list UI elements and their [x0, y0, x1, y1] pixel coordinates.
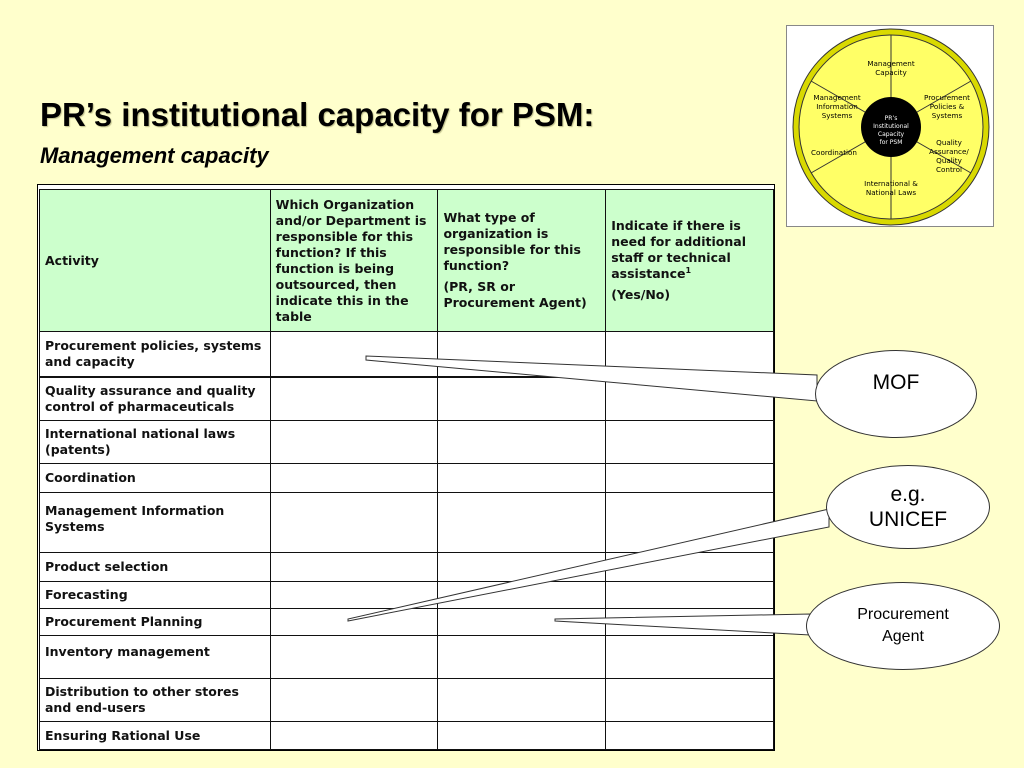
activity-cell: Ensuring Rational Use: [39, 721, 271, 750]
activity-cell: Product selection: [39, 552, 271, 582]
psm-capacity-diagram: Management Capacity Procurement Policies…: [786, 25, 994, 227]
need-cell[interactable]: [605, 552, 774, 582]
wheel-center: [861, 97, 921, 157]
organization-type-cell[interactable]: [437, 608, 607, 636]
organization-type-cell[interactable]: [437, 331, 607, 378]
table-row: Product selection: [39, 552, 774, 582]
header-organization: Which Organization and/or Department is …: [269, 189, 439, 332]
activity-cell: Management Information Systems: [39, 492, 271, 553]
capacity-table-frame: Activity Which Organization and/or Depar…: [37, 184, 775, 751]
header-activity: Activity: [39, 189, 271, 332]
segment-left-line-1: Coordination: [811, 148, 857, 157]
organization-cell[interactable]: [269, 552, 439, 582]
header-type-note: (PR, SR or Procurement Agent): [443, 279, 587, 310]
organization-cell[interactable]: [269, 492, 439, 553]
organization-cell[interactable]: [269, 376, 439, 421]
table-row: Ensuring Rational Use: [39, 721, 774, 750]
header-organization-type: What type of organization is responsible…: [437, 189, 607, 332]
capacity-table: Activity Which Organization and/or Depar…: [39, 189, 774, 750]
table-row: Management Information Systems: [39, 492, 774, 553]
header-need-note: (Yes/No): [611, 287, 671, 302]
organization-cell[interactable]: [269, 678, 439, 722]
callout-unicef: e.g. UNICEF: [826, 465, 990, 549]
activity-cell: Coordination: [39, 463, 271, 493]
need-cell[interactable]: [605, 492, 774, 553]
segment-top-right-line-3: Systems: [932, 111, 963, 120]
header-type-question: What type of organization is responsible…: [443, 210, 581, 273]
table-row: International national laws (patents): [39, 420, 774, 464]
organization-type-cell[interactable]: [437, 678, 607, 722]
segment-right-line-1: Quality: [936, 138, 962, 147]
slide-subtitle: Management capacity: [40, 143, 269, 168]
callout-unicef-line-1: e.g.: [890, 483, 926, 506]
segment-right-line-4: Control: [936, 165, 962, 174]
activity-cell: Procurement Planning: [39, 608, 271, 636]
organization-cell[interactable]: [269, 608, 439, 636]
activity-cell: Inventory management: [39, 635, 271, 679]
segment-top-line-1: Management: [867, 59, 915, 68]
callout-mof: MOF: [815, 350, 977, 438]
need-cell[interactable]: [605, 581, 774, 609]
need-cell[interactable]: [605, 721, 774, 750]
psm-wheel-svg: Management Capacity Procurement Policies…: [792, 28, 990, 226]
organization-cell[interactable]: [269, 463, 439, 493]
segment-bottom-line-2: National Laws: [866, 188, 917, 197]
table-row: Coordination: [39, 463, 774, 493]
segment-top-left-line-3: Systems: [822, 111, 853, 120]
center-line-1: PR’s: [885, 115, 898, 122]
callout-agent-line-1: Procurement: [857, 606, 949, 623]
center-line-3: Capacity: [878, 131, 905, 138]
need-cell[interactable]: [605, 420, 774, 464]
activity-cell: Quality assurance and quality control of…: [39, 376, 271, 421]
table-row: Procurement Planning: [39, 608, 774, 636]
organization-type-cell[interactable]: [437, 376, 607, 421]
activity-cell: International national laws (patents): [39, 420, 271, 464]
activity-cell: Forecasting: [39, 581, 271, 609]
segment-top-line-2: Capacity: [875, 68, 907, 77]
organization-type-cell[interactable]: [437, 721, 607, 750]
activity-cell: Procurement policies, systems and capaci…: [39, 331, 271, 378]
organization-cell[interactable]: [269, 581, 439, 609]
organization-type-cell[interactable]: [437, 635, 607, 679]
header-need-footnote: 1: [685, 265, 692, 275]
organization-type-cell[interactable]: [437, 463, 607, 493]
callout-procurement-agent: Procurement Agent: [806, 582, 1000, 670]
organization-type-cell[interactable]: [437, 420, 607, 464]
organization-type-cell[interactable]: [437, 552, 607, 582]
header-need-question: Indicate if there is need for additional…: [611, 218, 746, 281]
table-header-row: Activity Which Organization and/or Depar…: [39, 189, 774, 332]
need-cell[interactable]: [605, 608, 774, 636]
organization-cell[interactable]: [269, 331, 439, 378]
segment-right-line-2: Assurance/: [929, 147, 969, 156]
segment-right-line-3: Quality: [936, 156, 962, 165]
callout-mof-text: MOF: [872, 371, 920, 394]
need-cell[interactable]: [605, 678, 774, 722]
slide-title: PR’s institutional capacity for PSM:: [40, 96, 595, 133]
activity-cell: Distribution to other stores and end-use…: [39, 678, 271, 722]
need-cell[interactable]: [605, 463, 774, 493]
organization-cell[interactable]: [269, 721, 439, 750]
need-cell[interactable]: [605, 635, 774, 679]
table-row: Inventory management: [39, 635, 774, 679]
organization-type-cell[interactable]: [437, 492, 607, 553]
table-row: Procurement policies, systems and capaci…: [39, 331, 774, 378]
callout-unicef-line-2: UNICEF: [868, 508, 948, 531]
need-cell[interactable]: [605, 376, 774, 421]
segment-top-right-line-2: Policies &: [930, 102, 965, 111]
callout-agent-line-2: Agent: [882, 628, 924, 645]
table-row: Quality assurance and quality control of…: [39, 376, 774, 421]
center-line-4: for PSM: [880, 139, 903, 146]
header-need: Indicate if there is need for additional…: [605, 189, 774, 332]
table-row: Forecasting: [39, 581, 774, 609]
segment-top-left-line-1: Management: [813, 93, 861, 102]
segment-bottom-line-1: International &: [864, 179, 918, 188]
organization-cell[interactable]: [269, 635, 439, 679]
organization-type-cell[interactable]: [437, 581, 607, 609]
center-line-2: Institutional: [873, 123, 909, 130]
need-cell[interactable]: [605, 331, 774, 378]
segment-top-left-line-2: Information: [816, 102, 858, 111]
organization-cell[interactable]: [269, 420, 439, 464]
segment-top-right-line-1: Procurement: [924, 93, 970, 102]
table-row: Distribution to other stores and end-use…: [39, 678, 774, 722]
